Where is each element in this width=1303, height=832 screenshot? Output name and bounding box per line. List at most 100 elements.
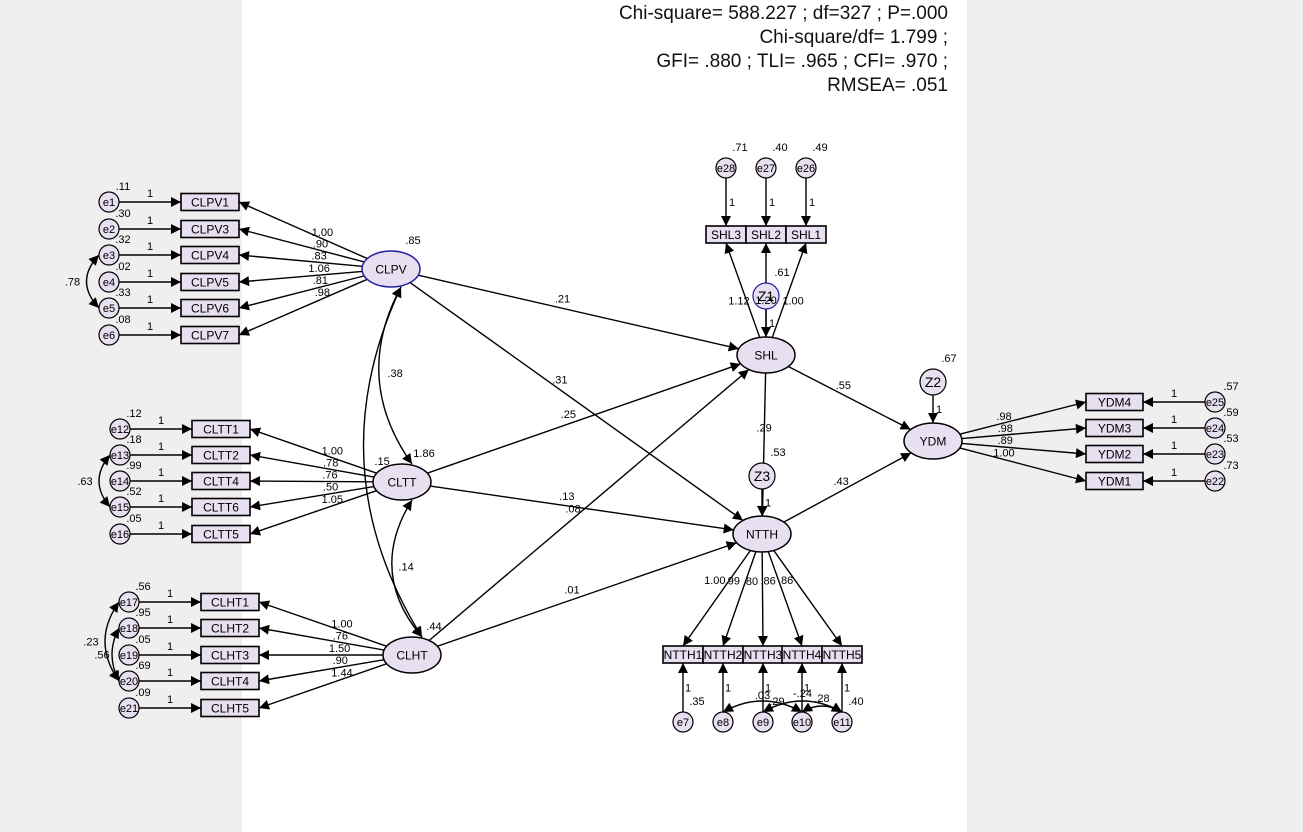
variance-label-e16: .05 <box>126 513 141 525</box>
observed-box-ntth5 <box>821 645 863 664</box>
observed-label-cltt2: CLTT2 <box>203 449 239 463</box>
path-clht-shl <box>428 368 750 642</box>
covariance-e17-e20 <box>104 601 120 682</box>
observed-box-cltt6 <box>191 497 251 517</box>
error-label-e26: e26 <box>797 163 815 175</box>
observed-label-clht4: CLHT4 <box>211 675 249 689</box>
fixed-one-e1: 1 <box>147 188 153 200</box>
error-circle-e1 <box>98 191 120 213</box>
path-label-cltt-ntth: .13 <box>559 491 574 503</box>
observed-box-ydm2 <box>1085 444 1144 464</box>
fixed-one-e27: 1 <box>769 197 775 209</box>
fixed-one-e10: 1 <box>804 683 810 695</box>
error-label-e5: e5 <box>103 303 115 315</box>
error-circle-e22 <box>1204 470 1226 492</box>
error-label-e1: e1 <box>103 197 115 209</box>
error-circle-e12 <box>109 418 131 440</box>
error-label-e21: e21 <box>120 703 138 715</box>
loading-arrow-clpv6 <box>238 275 365 311</box>
loading-arrow-clht2 <box>258 624 385 651</box>
loading-arrow-clpv5 <box>238 270 363 287</box>
observed-box-ydm4 <box>1085 392 1144 412</box>
error-circle-e23 <box>1204 443 1226 465</box>
loading-arrow-ydm3 <box>961 423 1087 440</box>
loading-label-cltt6: .50 <box>323 482 338 494</box>
covariance-clpv-cltt-label: .38 <box>387 368 402 380</box>
observed-label-cltt4: CLTT4 <box>203 475 239 489</box>
loading-arrow-ntth4 <box>767 551 804 647</box>
observed-box-clpv1 <box>180 192 240 212</box>
path-label-clht-shl: .08 <box>565 504 580 516</box>
error-label-e12: e12 <box>111 424 129 436</box>
error-circle-e6 <box>98 324 120 346</box>
observed-label-shl2: SHL2 <box>751 228 781 242</box>
observed-label-clpv1: CLPV1 <box>191 196 229 210</box>
observed-box-clpv5 <box>180 272 240 292</box>
variance-label-e11: .40 <box>848 696 863 708</box>
observed-box-cltt5 <box>191 524 251 544</box>
variance-label-e3: .32 <box>115 234 130 246</box>
fixed-one-e3: 1 <box>147 241 153 253</box>
fixed-one-e15: 1 <box>158 493 164 505</box>
error-circle-e18 <box>118 617 140 639</box>
fit-line-2: Chi-square/df= 1.799 ; <box>759 27 948 48</box>
observed-label-clpv4: CLPV4 <box>191 249 229 263</box>
observed-box-clht2 <box>200 618 260 638</box>
variance-label-e19: .05 <box>135 634 150 646</box>
observed-box-clpv3 <box>180 219 240 239</box>
path-clpv-shl <box>418 274 739 352</box>
variance-label-e22: .73 <box>1223 460 1238 472</box>
variance-label-e25: .57 <box>1223 381 1238 393</box>
observed-box-shl1 <box>785 225 827 244</box>
observed-box-cltt1 <box>191 419 251 439</box>
fixed-one-e23: 1 <box>1171 440 1177 452</box>
error-circle-e16 <box>109 523 131 545</box>
fixed-one-e6: 1 <box>147 321 153 333</box>
loading-label-ydm2: .89 <box>998 435 1013 447</box>
observed-box-clpv4 <box>180 245 240 265</box>
variance-label-e7: .35 <box>689 696 704 708</box>
error-label-e23: e23 <box>1206 449 1224 461</box>
loading-arrow-ydm2 <box>961 442 1087 459</box>
error-label-e16: e16 <box>111 529 129 541</box>
fixed-one-e11: 1 <box>844 683 850 695</box>
observed-label-ydm1: YDM1 <box>1098 475 1132 489</box>
path-shl-ntth <box>757 372 768 517</box>
variance-label-e5: .33 <box>115 287 130 299</box>
latent-variance-cltt: 1.86 <box>413 448 434 460</box>
fixed-one-z1: 1 <box>769 318 775 330</box>
covariance-e13-e15 <box>98 454 111 508</box>
loading-arrow-cltt6 <box>249 485 375 511</box>
covariance-e13-e15-label: .63 <box>77 476 92 488</box>
fixed-one-e22: 1 <box>1171 467 1177 479</box>
error-label-e19: e19 <box>120 650 138 662</box>
disturbance-label-z1: Z1 <box>758 288 775 304</box>
error-circle-e21 <box>118 697 140 719</box>
error-circle-e3 <box>98 244 120 266</box>
latent-label-ntth: NTTH <box>746 528 778 542</box>
error-label-e4: e4 <box>103 277 115 289</box>
fixed-one-e18: 1 <box>167 614 173 626</box>
loading-label-clpv6: .81 <box>313 275 328 287</box>
covariance-e10-e11-label: .28 <box>814 693 829 705</box>
disturbance-value-z2: .67 <box>941 353 956 365</box>
loading-label-clpv7: .98 <box>315 287 330 299</box>
covariance-e18-e20 <box>109 627 120 682</box>
latent-label-shl: SHL <box>754 349 778 363</box>
disturbance-label-z3: Z3 <box>754 468 771 484</box>
latent-clht <box>382 636 442 674</box>
disturbance-label-z2: Z2 <box>925 374 942 390</box>
latent-label-cltt: CLTT <box>387 476 417 490</box>
fixed-one-e17: 1 <box>167 588 173 600</box>
path-label-clpv-ntth: .31 <box>552 375 567 387</box>
fixed-one-e2: 1 <box>147 215 153 227</box>
fixed-one-e20: 1 <box>167 667 173 679</box>
observed-label-ntth2: NTTH2 <box>704 648 743 662</box>
loading-label-ydm1: 1.00 <box>993 448 1014 460</box>
latent-label-clht: CLHT <box>396 649 428 663</box>
error-label-e27: e27 <box>757 163 775 175</box>
variance-label-e17: .56 <box>135 581 150 593</box>
error-label-e25: e25 <box>1206 397 1224 409</box>
observed-label-clpv7: CLPV7 <box>191 329 229 343</box>
latent-label-clpv: CLPV <box>375 263 406 277</box>
